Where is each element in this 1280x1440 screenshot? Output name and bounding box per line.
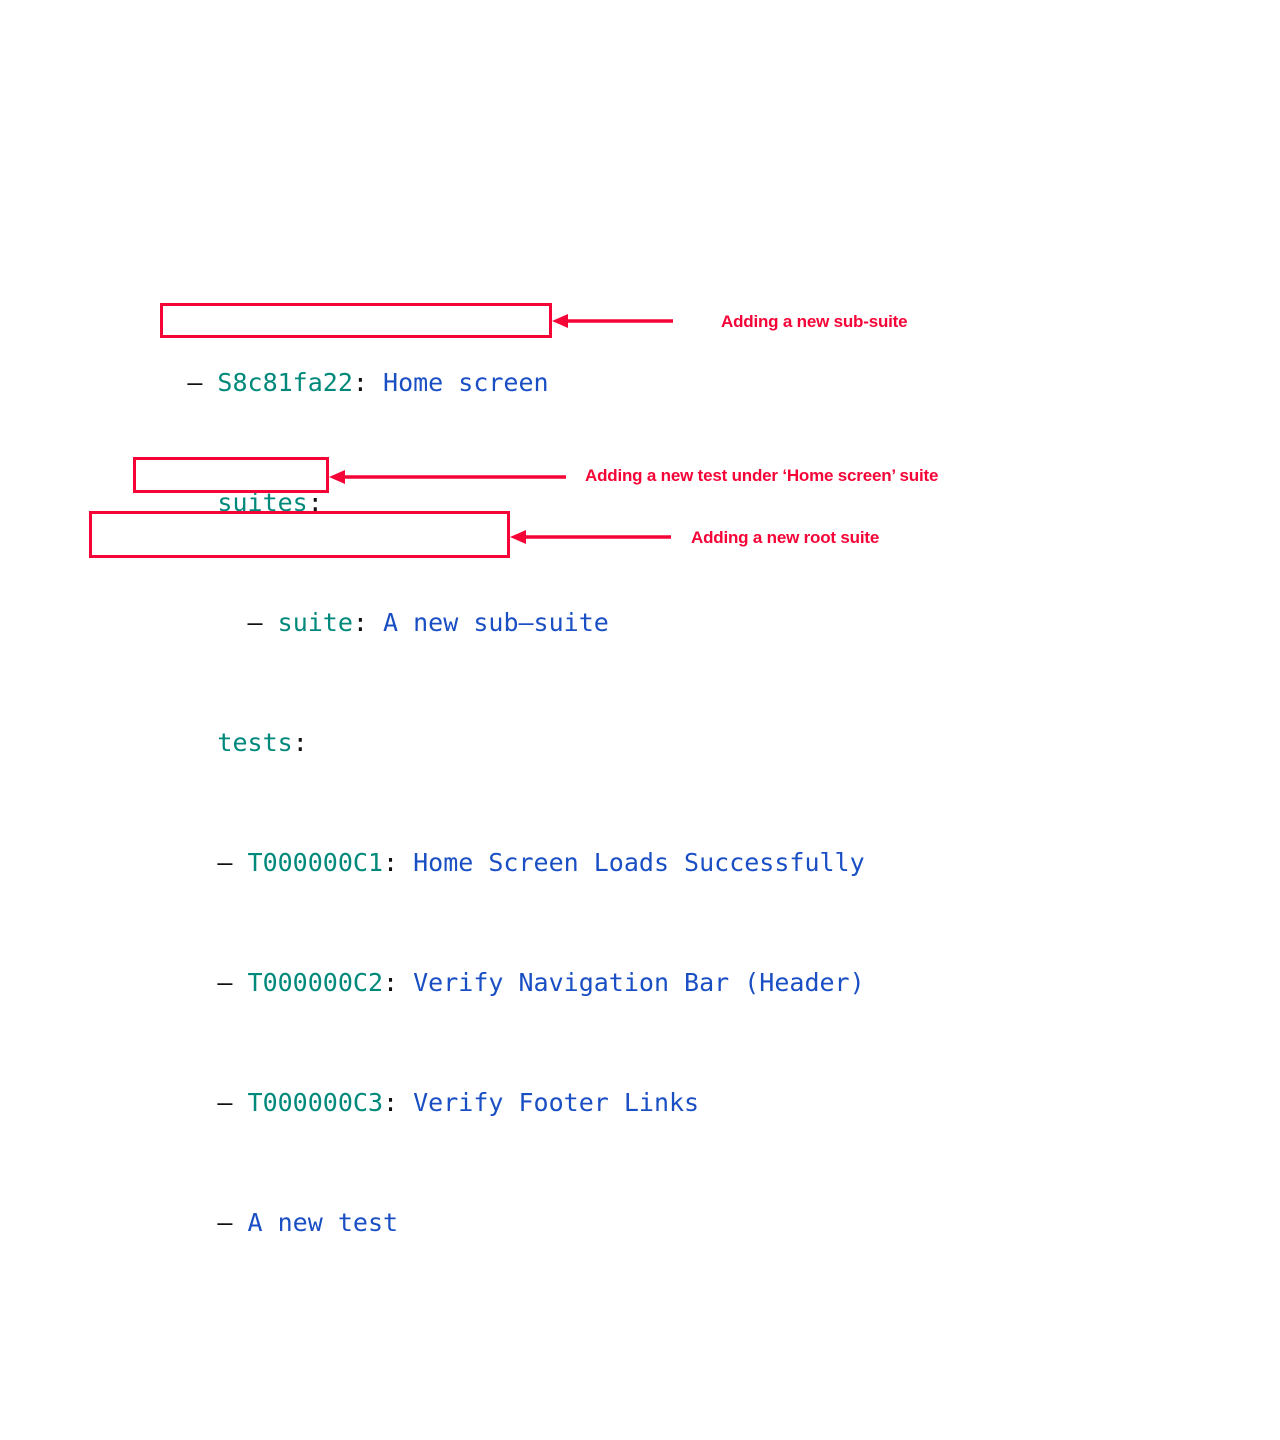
test-title: Verify Footer Links bbox=[413, 1088, 700, 1117]
indent-spacer bbox=[187, 608, 247, 637]
space-spacer bbox=[398, 848, 413, 877]
tree-line-root-suite-home-screen: – S8c81fa22: Home screen bbox=[97, 338, 865, 397]
indent-spacer bbox=[187, 1088, 217, 1117]
tests-keyword: tests bbox=[217, 728, 293, 757]
list-dash-marker: – bbox=[217, 1208, 248, 1237]
colon-punct: : bbox=[383, 1088, 399, 1117]
colon-punct: : bbox=[383, 968, 399, 997]
tree-line-test-new: – A new test bbox=[97, 1178, 865, 1237]
indent-spacer bbox=[187, 968, 217, 997]
test-id: T000000C1 bbox=[247, 848, 383, 877]
suite-id: S8c81fa22 bbox=[217, 368, 353, 397]
indent-spacer bbox=[187, 1208, 217, 1237]
colon-punct: : bbox=[292, 728, 308, 757]
test-title: Verify Navigation Bar (Header) bbox=[413, 968, 865, 997]
annotation-label-new-test: Adding a new test under ‘Home screen’ su… bbox=[585, 466, 939, 485]
tree-line-blank-spacer bbox=[97, 1298, 865, 1328]
space-spacer bbox=[368, 368, 383, 397]
tree-line-test-c2: – T000000C2: Verify Navigation Bar (Head… bbox=[97, 938, 864, 997]
test-id: T000000C2 bbox=[247, 968, 383, 997]
colon-punct: : bbox=[383, 848, 399, 877]
list-dash-marker: – bbox=[247, 608, 278, 637]
test-id: T000000C3 bbox=[247, 1088, 383, 1117]
test-suite-tree: – S8c81fa22: Home screen suites: – suite… bbox=[97, 248, 865, 1440]
tree-line-test-c1: – T000000C1: Home Screen Loads Successfu… bbox=[97, 818, 864, 877]
list-dash-marker: – bbox=[217, 1088, 248, 1117]
test-title: Home Screen Loads Successfully bbox=[413, 848, 865, 877]
suite-title: Home screen bbox=[383, 368, 549, 397]
annotation-label-sub-suite: Adding a new sub-suite bbox=[721, 312, 908, 331]
tree-line-test-c3: – T000000C3: Verify Footer Links bbox=[97, 1058, 865, 1117]
indent-spacer bbox=[187, 848, 217, 877]
annotation-label-root-suite: Adding a new root suite bbox=[691, 528, 880, 547]
space-spacer bbox=[398, 968, 413, 997]
list-dash-marker: – bbox=[217, 848, 248, 877]
sub-suite-title: A new sub–suite bbox=[383, 608, 609, 637]
colon-punct: : bbox=[307, 488, 323, 517]
new-test-title: A new test bbox=[247, 1208, 399, 1237]
annotated-tree-canvas: – S8c81fa22: Home screen suites: – suite… bbox=[89, 303, 939, 1237]
tree-line-root-suite-new: – suite: A new root suite bbox=[97, 1418, 865, 1440]
suites-keyword: suites bbox=[217, 488, 308, 517]
indent-spacer bbox=[187, 728, 217, 757]
tree-line-tests-key: tests: bbox=[97, 698, 865, 757]
suite-keyword: suite bbox=[277, 608, 353, 637]
colon-punct: : bbox=[352, 368, 368, 397]
space-spacer bbox=[368, 608, 383, 637]
colon-punct: : bbox=[352, 608, 368, 637]
tree-line-sub-suite-new: – suite: A new sub–suite bbox=[97, 578, 865, 637]
indent-spacer bbox=[187, 488, 217, 517]
list-dash-marker: – bbox=[217, 968, 248, 997]
space-spacer bbox=[398, 1088, 413, 1117]
list-dash-marker: – bbox=[187, 368, 218, 397]
